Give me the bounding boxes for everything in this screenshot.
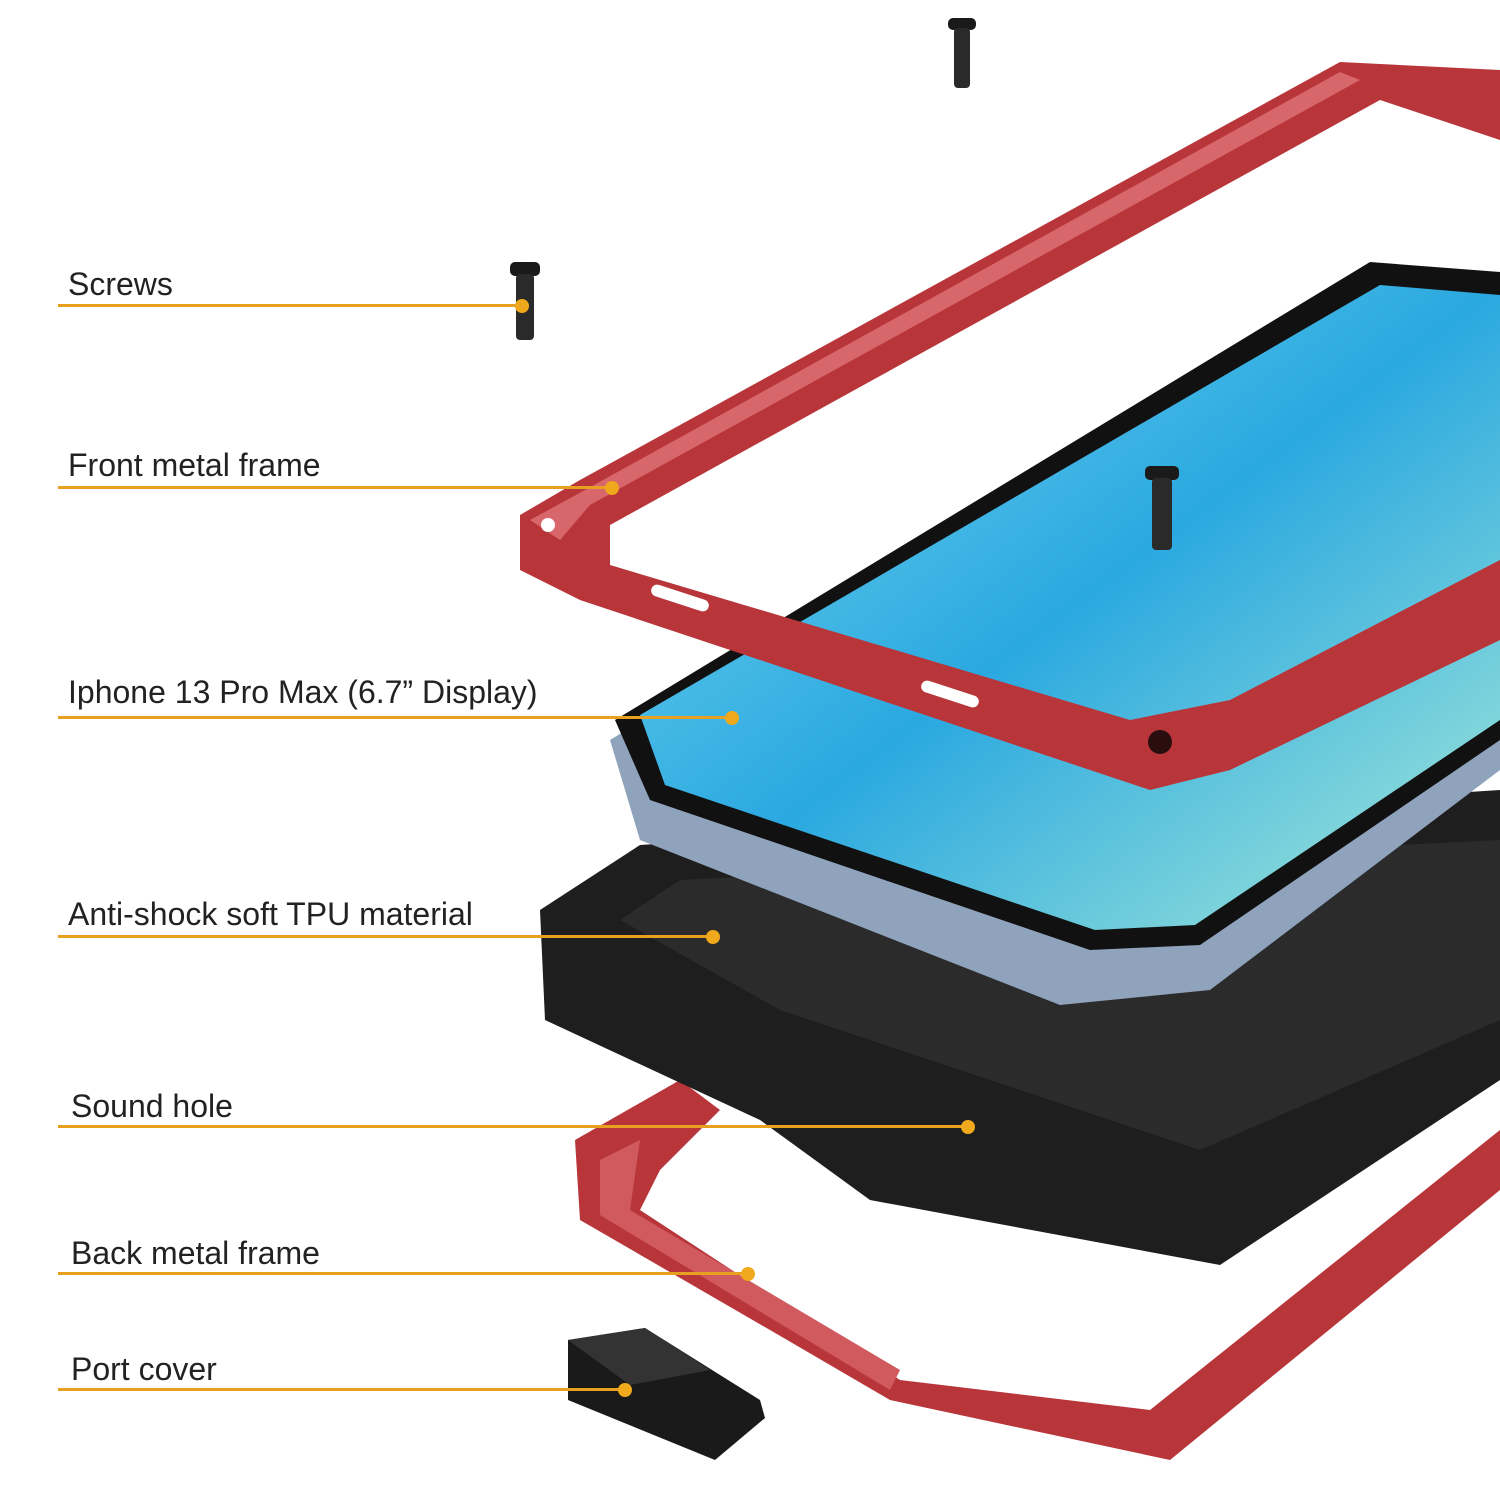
iphone: [610, 262, 1500, 1005]
back-metal-frame: [575, 1080, 1500, 1460]
callout-dot: [741, 1267, 755, 1281]
callout-label-iphone: Iphone 13 Pro Max (6.7” Display): [68, 674, 538, 710]
callout-dot: [515, 299, 529, 313]
leader-line: [58, 935, 713, 938]
leader-line: [58, 1272, 748, 1275]
callout-label-port-cover: Port cover: [71, 1351, 217, 1387]
front-metal-frame: [520, 62, 1500, 790]
callout-label-front-metal-frame: Front metal frame: [68, 447, 321, 483]
leader-line: [58, 716, 732, 719]
callout-label-screws: Screws: [68, 266, 173, 302]
leader-line: [58, 1388, 625, 1391]
port-cover: [568, 1328, 765, 1460]
callout-dot: [618, 1383, 632, 1397]
screw-icon: [1145, 466, 1179, 550]
callout-dot: [706, 930, 720, 944]
callout-label-back-metal-frame: Back metal frame: [71, 1235, 320, 1271]
leader-line: [58, 486, 612, 489]
leader-line: [58, 1125, 968, 1128]
callout-dot: [605, 481, 619, 495]
screw-icon: [948, 18, 976, 88]
callout-dot: [725, 711, 739, 725]
callout-dot: [961, 1120, 975, 1134]
leader-line: [58, 304, 522, 307]
callout-label-sound-hole: Sound hole: [71, 1088, 233, 1124]
callout-label-tpu: Anti-shock soft TPU material: [68, 896, 473, 932]
